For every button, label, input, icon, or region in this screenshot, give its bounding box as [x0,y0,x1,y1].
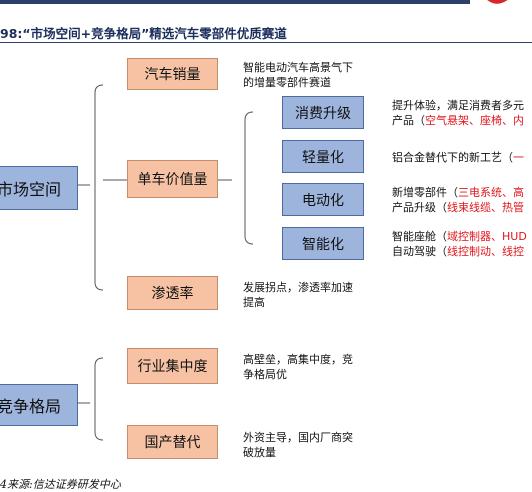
note-consumer-line2-prefix: 产品（ [392,114,425,127]
node-lightweight: 轻量化 [282,140,364,173]
node-penetration-label: 渗透率 [151,286,194,302]
node-auto-sales: 汽车销量 [127,58,218,90]
node-auto-sales-label: 汽车销量 [144,67,201,83]
note-intelligence: 智能座舱（域控制器、HUD 自动驾驶（线控制动、线控 [392,229,527,259]
note-electric-line1-prefix: 新增零部件（ [392,186,458,199]
note-electric-line2: 产品升级（线束线缆、热管 [392,200,524,215]
note-localization: 外资主导，国内厂商突 破放量 [243,430,353,460]
note-electric-line1: 新增零部件（三电系统、高 [392,185,524,200]
node-electrification-label: 电动化 [302,192,344,209]
note-localization-line1: 外资主导，国内厂商突 [243,431,353,444]
node-concentration: 行业集中度 [127,348,218,384]
node-unit-value: 单车价值量 [127,160,218,198]
note-intel-line2-prefix: 自动驾驶（ [392,245,447,258]
figure-source: 4来源:信达证券研发中心 [0,478,121,491]
note-consumer-line1: 提升体验，满足消费者多元 [392,99,524,112]
note-auto-sales-line2: 的增量零部件赛道 [243,76,331,89]
note-penetration: 发展拐点，渗透率加速 提高 [243,280,353,310]
note-intel-line1-highlight: 域控制器、HUD [447,230,527,243]
note-intel-line1: 智能座舱（域控制器、HUD [392,229,527,244]
node-consumer-upgrade-label: 消费升级 [295,105,351,122]
note-intel-line2-highlight: 线控制动、线控 [447,245,524,258]
note-lightweight-prefix: 铝合金替代下的新工艺（ [392,151,513,164]
note-concentration-line2: 争格局优 [243,368,287,381]
node-intelligence-label: 智能化 [302,236,344,253]
node-localization: 国产替代 [127,425,218,459]
note-auto-sales-line1: 智能电动汽车高景气下 [243,61,353,74]
node-market-space: 市场空间 [0,166,78,210]
note-penetration-line2: 提高 [243,296,265,309]
note-penetration-line1: 发展拐点，渗透率加速 [243,281,353,294]
note-lightweight-line1: 铝合金替代下的新工艺（一 [392,150,524,165]
note-consumer-upgrade: 提升体验，满足消费者多元 产品（空气悬架、座椅、内 [392,98,524,128]
note-auto-sales: 智能电动汽车高景气下 的增量零部件赛道 [243,60,353,90]
node-concentration-label: 行业集中度 [137,359,208,375]
note-electric-line1-highlight: 三电系统、高 [458,186,524,199]
note-concentration-line1: 高壁垒，高集中度，竞 [243,353,353,366]
title-rule [0,42,532,43]
note-electric-line2-prefix: 产品升级（ [392,201,447,214]
node-competition: 竞争格局 [0,384,78,426]
node-penetration: 渗透率 [127,276,218,310]
note-electrification: 新增零部件（三电系统、高 产品升级（线束线缆、热管 [392,185,524,215]
top-bar [0,0,470,4]
node-localization-label: 国产替代 [144,435,201,451]
node-competition-label: 竞争格局 [0,397,61,416]
brand-logo [487,0,508,4]
node-intelligence: 智能化 [282,227,364,260]
node-lightweight-label: 轻量化 [302,149,344,166]
note-localization-line2: 破放量 [243,446,276,459]
node-market-space-label: 市场空间 [0,180,61,199]
node-electrification: 电动化 [282,183,364,216]
note-intel-line2: 自动驾驶（线控制动、线控 [392,244,527,259]
note-lightweight-highlight: 一 [513,151,524,164]
note-intel-line1-prefix: 智能座舱（ [392,230,447,243]
figure-title: 98:“市场空间+竞争格局”精选汽车零部件优质赛道 [0,26,287,41]
note-electric-line2-highlight: 线束线缆、热管 [447,201,524,214]
note-lightweight: 铝合金替代下的新工艺（一 [392,150,524,165]
note-consumer-line2: 产品（空气悬架、座椅、内 [392,113,524,128]
note-consumer-line2-highlight: 空气悬架、座椅、内 [425,114,524,127]
node-consumer-upgrade: 消费升级 [282,96,364,129]
note-concentration: 高壁垒，高集中度，竞 争格局优 [243,352,353,382]
node-unit-value-label: 单车价值量 [137,172,208,188]
